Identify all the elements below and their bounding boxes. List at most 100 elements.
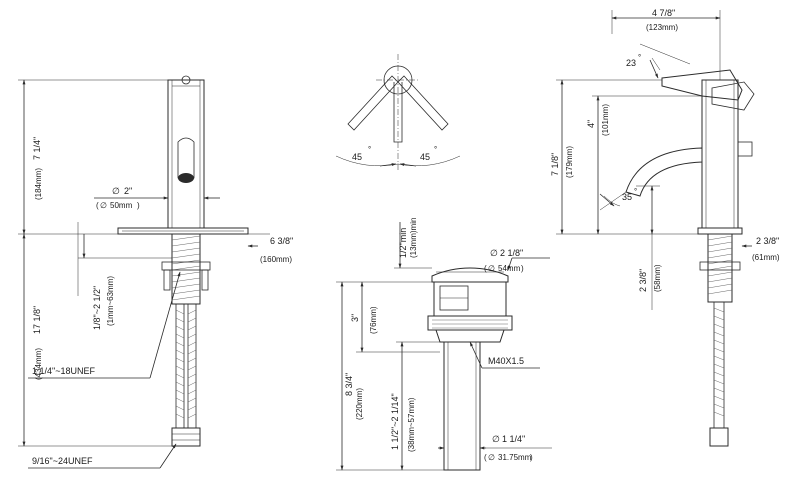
side-rear-knob: [737, 141, 753, 157]
drain-tail-mm-symbol: ∅: [488, 453, 495, 462]
drain-tail-diameter: 1 1/4": [502, 434, 525, 444]
drain-tail-mm: 31.75mm: [498, 453, 532, 462]
drain-flange-body: [433, 281, 507, 317]
drain-tail-paren-open: (: [484, 453, 487, 462]
front-deck-label: 6 3/8": [270, 236, 293, 246]
front-hose-thread-label: 9/16"~24UNEF: [32, 456, 93, 466]
front-threaded-shank: [171, 233, 201, 305]
front-mounting-nut: [161, 261, 211, 271]
front-aerator: [178, 173, 194, 183]
top-lever-center: [393, 82, 403, 143]
top-view: 45 ° 45 °: [335, 54, 461, 170]
drain-collar-thread: [432, 319, 508, 329]
drain-tail-pipe: [443, 341, 481, 471]
side-mounting-nut: [699, 261, 741, 271]
side-base-offset-label: 2 3/8": [756, 236, 779, 246]
front-shank-thread-label: 1 1/4"~18UNEF: [32, 366, 95, 376]
top-angle-arrow-right: [399, 163, 417, 167]
front-diameter-symbol: ∅: [112, 186, 120, 196]
side-reach-label: 4 7/8": [652, 8, 675, 18]
side-lever-angle-ray: [639, 43, 691, 65]
drain-nut: [435, 329, 505, 343]
drain-total-height-label: 8 3/4": [344, 373, 354, 396]
drain-cap-leader: [507, 257, 513, 271]
side-deck-plate: [697, 227, 743, 235]
front-spout-height-mm: (184mm): [34, 168, 43, 200]
front-diameter-paren-open: (: [96, 201, 99, 210]
front-total-height-label: 17 1/8": [32, 306, 42, 334]
side-shank-thread: [707, 235, 733, 295]
front-hose-fitting: [171, 427, 201, 447]
top-angle-arc-left: [335, 155, 399, 167]
front-hose-leader: [159, 443, 177, 469]
side-threaded-shank: [707, 233, 733, 303]
drain-cap-dia-symbol: ∅: [490, 248, 498, 258]
side-height-mm: (179mm): [565, 146, 574, 178]
drain-tail-length-label: 1 1/2"~2 1/14": [390, 393, 400, 450]
front-handle-knob: [181, 75, 191, 85]
side-lever-angle-arrow: [649, 59, 659, 79]
side-spout-angle: 35: [622, 192, 632, 202]
drain-body-height-label: 3": [350, 314, 360, 322]
side-view: 4 7/8" (123mm) 23 ° 7 1/8" (179mm) 4" (1…: [550, 8, 780, 447]
front-thickness-mm: (1mm~63mm): [106, 276, 115, 326]
drain-view: 1/2"min (13mm)min ∅ 2 1/8" ( ∅ 54mm ) 3"…: [336, 218, 552, 471]
front-shank-thread: [171, 235, 201, 301]
side-base-offset-mm: (61mm): [752, 253, 780, 262]
side-supply-hose: [713, 302, 725, 428]
drain-cap-diameter: 2 1/8": [500, 248, 523, 258]
side-faucet-body: [701, 79, 739, 229]
drain-tail-dia-symbol: ∅: [492, 434, 500, 444]
top-angle-left: 45: [352, 152, 362, 162]
side-lever-hub: [711, 81, 755, 111]
side-lever-height-label: 4": [586, 120, 596, 128]
side-outlet-height-label: 2 3/8": [638, 269, 648, 292]
side-spout-degree: °: [634, 187, 637, 196]
side-lever-handle: [661, 69, 743, 101]
front-stud-right: [201, 269, 209, 291]
front-shank-leader: [149, 271, 181, 379]
drain-cap-mm: 54mm: [498, 264, 521, 273]
side-lever-height-mm: (101mm): [601, 104, 610, 136]
front-supply-hose: [175, 304, 197, 428]
front-deck-mm: (160mm): [260, 255, 292, 264]
front-diameter-label: 2": [124, 186, 132, 196]
side-lever-degree: °: [638, 53, 641, 62]
front-diameter-mm: 50mm: [110, 201, 133, 210]
drain-thread-leader: [469, 341, 483, 369]
drain-thread-label: M40X1.5: [488, 356, 524, 366]
side-reach-mm: (123mm): [646, 23, 678, 32]
drain-tail-paren-close: ): [530, 453, 533, 462]
drain-cap: [431, 267, 509, 283]
side-spout-angle-arrow: [599, 193, 615, 207]
top-lever-right: [397, 75, 449, 131]
drain-cap-mm-symbol: ∅: [488, 264, 495, 273]
side-height-label: 7 1/8": [550, 153, 560, 176]
front-faucet-body: [167, 79, 205, 229]
drain-gap-mm: (13mm)min: [409, 218, 418, 258]
top-angle-arrow-left: [379, 163, 397, 167]
top-angle-right: 45: [420, 152, 430, 162]
side-spout-angle-ray: [599, 191, 627, 211]
drain-tail-length-mm: (38mm~57mm): [407, 397, 416, 452]
front-total-height-mm: (434mm): [34, 348, 43, 380]
front-diameter-paren-close: ): [137, 201, 140, 210]
side-hose-fitting: [709, 427, 729, 447]
top-degree-left: °: [368, 145, 371, 154]
top-lever-left: [347, 75, 399, 131]
front-thickness-label: 1/8"~2 1/2": [92, 286, 102, 330]
drain-cap-paren-close: ): [521, 264, 524, 273]
top-degree-right: °: [434, 145, 437, 154]
drain-gap-label: 1/2"min: [398, 228, 408, 258]
front-diameter-mm-symbol: ∅: [100, 201, 107, 210]
side-outlet-height-mm: (58mm): [653, 264, 662, 292]
front-stud-left: [163, 269, 171, 291]
front-view: 7 1/4" (184mm) 17 1/8" (434mm) ∅ 2" ( ∅ …: [18, 75, 293, 469]
drain-body-height-mm: (76mm): [369, 306, 378, 334]
front-spout-height-label: 7 1/4": [32, 137, 42, 160]
drain-cap-paren-open: (: [484, 264, 487, 273]
side-lever-angle: 23: [626, 58, 636, 68]
side-spout: [625, 147, 703, 197]
